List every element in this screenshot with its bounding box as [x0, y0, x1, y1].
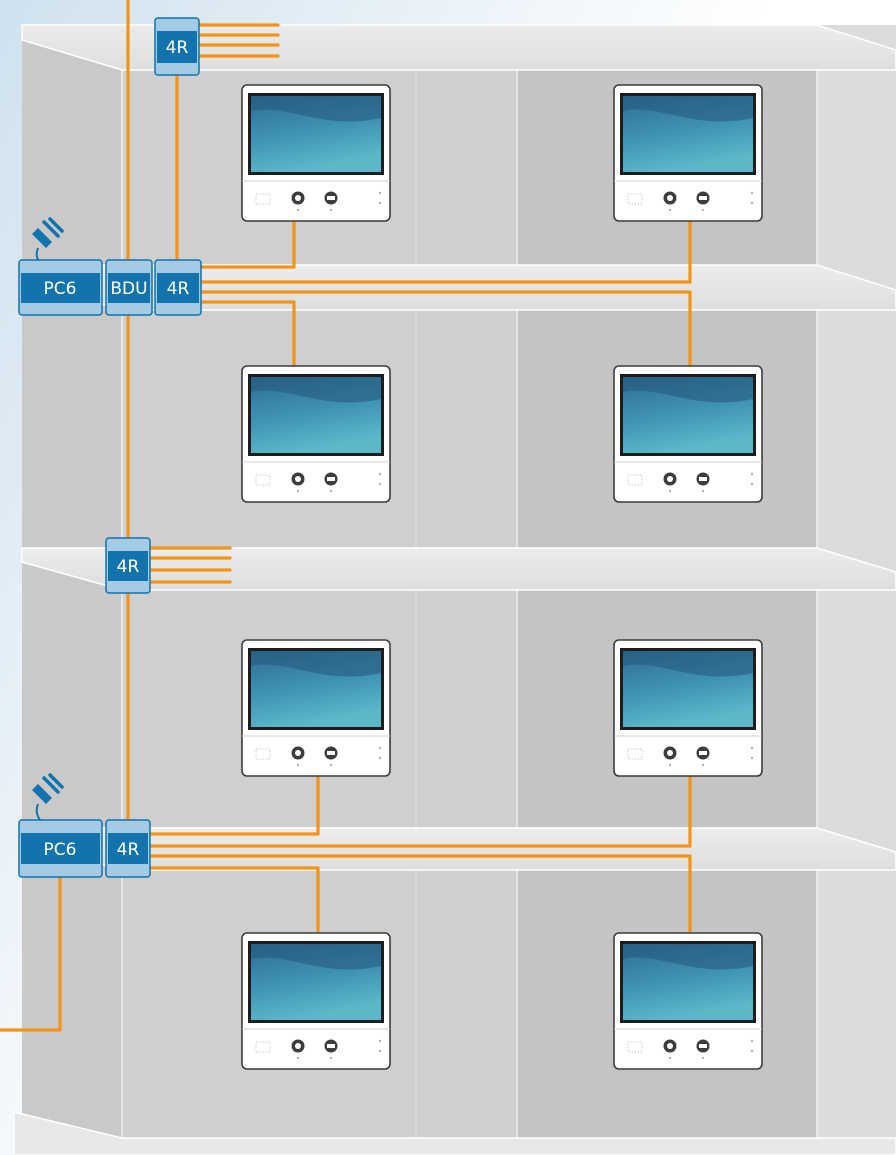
module-4r-lower-label: 4R — [117, 840, 140, 860]
monitor-top-right — [613, 84, 763, 222]
cable-network — [0, 0, 692, 1032]
monitor-lower-right — [613, 639, 763, 777]
module-4r-upper: 4R — [154, 259, 202, 316]
monitor-lower-left — [241, 639, 391, 777]
module-pc6-lower: PC6 — [18, 819, 103, 878]
monitor-bottom-left — [241, 932, 391, 1070]
floor-slabs — [13, 24, 896, 1155]
module-4r-lower: 4R — [105, 819, 151, 878]
monitor-upper-left — [241, 365, 391, 503]
monitor-upper-right — [613, 365, 763, 503]
module-4r-middle: 4R — [105, 537, 151, 594]
module-4r-top: 4R — [154, 17, 200, 76]
module-bdu: BDU — [105, 259, 153, 316]
module-pc6-upper-label: PC6 — [44, 279, 77, 299]
module-pc6-lower-label: PC6 — [44, 840, 77, 860]
module-4r-top-label: 4R — [166, 38, 189, 58]
module-bdu-label: BDU — [110, 279, 147, 299]
module-4r-middle-label: 4R — [117, 557, 140, 577]
module-pc6-upper: PC6 — [18, 259, 103, 316]
monitor-top-left — [241, 84, 391, 222]
monitor-bottom-right — [613, 932, 763, 1070]
module-4r-upper-label: 4R — [167, 279, 190, 299]
